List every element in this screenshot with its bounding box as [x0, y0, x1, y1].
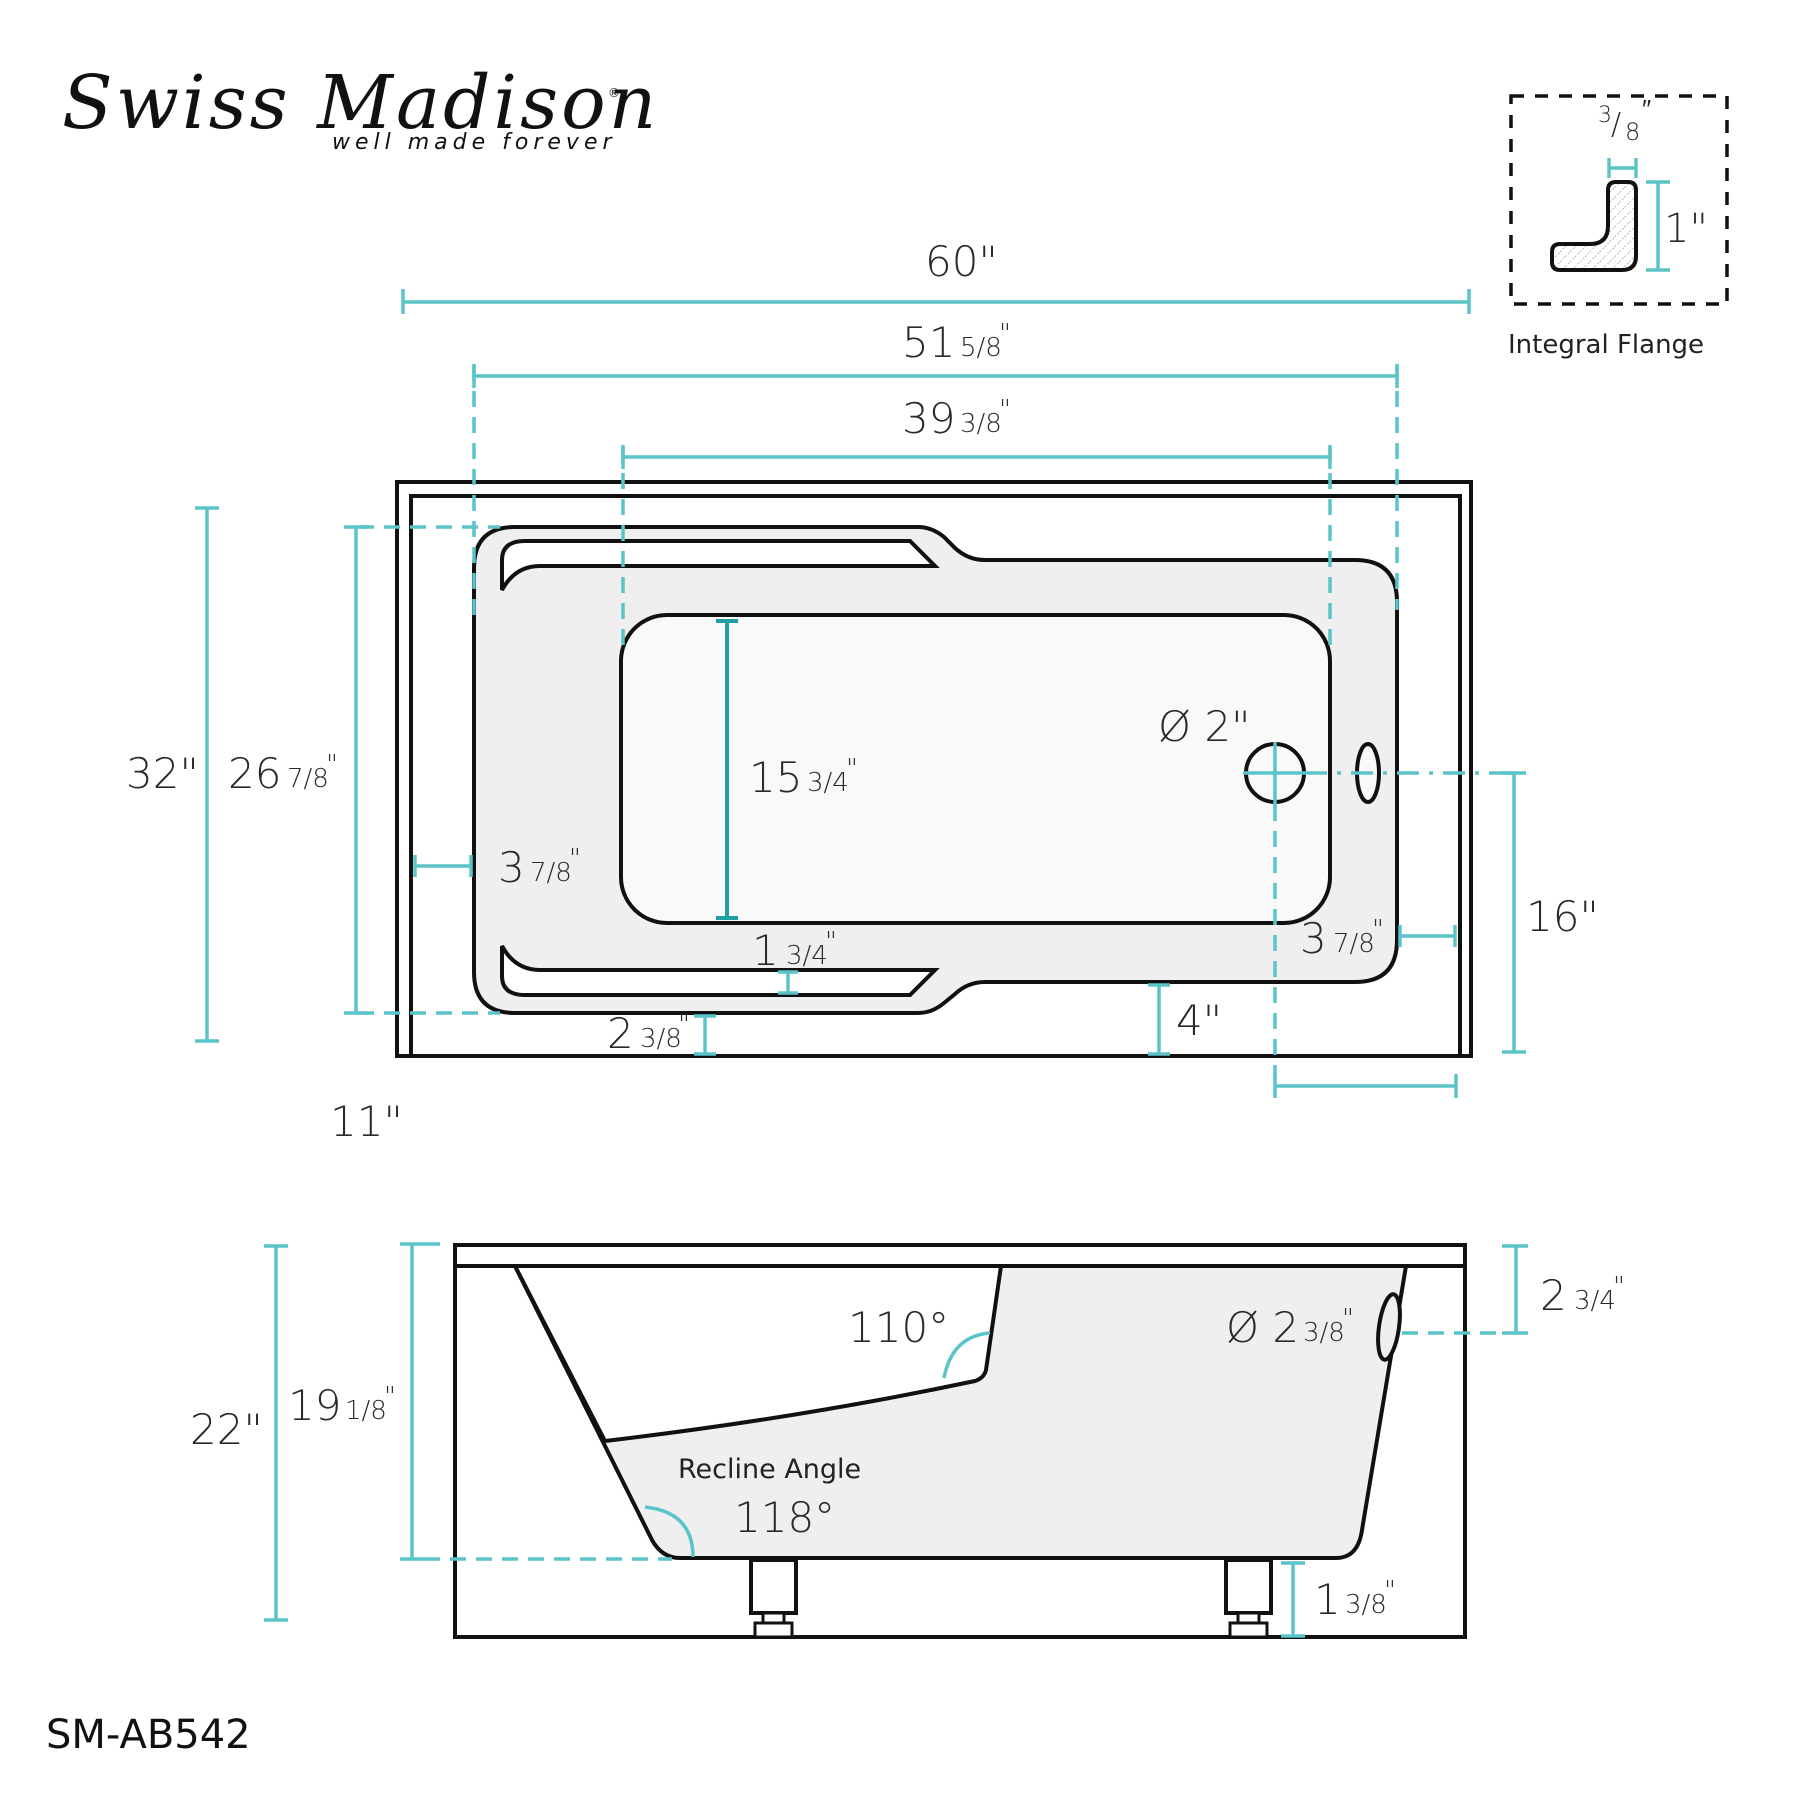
- dim-drain-from-front: 16": [1526, 892, 1599, 941]
- svg-text:1/8: 1/8: [345, 1396, 387, 1426]
- flange-detail-frame: [1509, 94, 1729, 306]
- dim-overall-width: 32": [126, 749, 199, 798]
- brand-tagline: well made forever: [332, 130, 617, 155]
- dim-front-offset-right: 4": [1176, 996, 1222, 1045]
- dim-armrest-gap: 1: [752, 926, 779, 975]
- registered-mark: ®: [608, 86, 620, 100]
- flange-detail-title: Integral Flange: [1508, 330, 1705, 360]
- armrest-slot-bottom: [500, 945, 940, 997]
- svg-text:": ": [1372, 915, 1384, 945]
- svg-text:8: 8: [1625, 118, 1640, 146]
- side-backrest-cut: [511, 1264, 1004, 1444]
- dim-backrest-angle: 110°: [848, 1303, 949, 1352]
- svg-text:3/8: 3/8: [1345, 1590, 1387, 1620]
- recline-angle-arc: [644, 1505, 695, 1558]
- svg-text:5/8: 5/8: [960, 333, 1002, 363]
- svg-text:": ": [1613, 1272, 1625, 1302]
- armrest-slot-top: [500, 539, 940, 591]
- dim-drain-from-end: 11": [330, 1097, 403, 1146]
- brand-name: Swiss Madison: [62, 60, 660, 146]
- side-outer-frame: [453, 1243, 1467, 1639]
- leg-right: [1224, 1558, 1273, 1639]
- side-view: 22" 19 1/8 " 110° Recline Angle 118° Ø 2…: [190, 1242, 1625, 1639]
- svg-text:7/8: 7/8: [1333, 929, 1375, 959]
- svg-text:3/8: 3/8: [1303, 1318, 1345, 1348]
- svg-text:": ": [384, 1382, 396, 1412]
- svg-text:": ": [999, 319, 1011, 349]
- dim-front-offset-left: 2: [607, 1009, 634, 1058]
- dim-shell-length: 51: [902, 318, 955, 367]
- recline-angle-label: Recline Angle: [678, 1454, 861, 1485]
- svg-text:": ": [1342, 1304, 1354, 1334]
- dim-right-offset: 3: [1300, 914, 1327, 963]
- dim-leg-height: 1: [1314, 1575, 1341, 1624]
- plan-inner-frame: [409, 494, 1462, 1056]
- flange-profile: [1550, 180, 1638, 272]
- leg-left: [749, 1558, 798, 1639]
- svg-text:/: /: [1611, 107, 1621, 142]
- dim-basin-depth: 19: [288, 1381, 341, 1430]
- dim-recline-angle: 118°: [734, 1493, 835, 1542]
- svg-text:": ": [1384, 1576, 1396, 1606]
- svg-text:3/4: 3/4: [807, 768, 849, 798]
- backrest-angle-arc: [942, 1331, 991, 1379]
- dim-basin-length: 39: [902, 394, 955, 443]
- plan-view: 60" 51 5/8 " 39 3/8 " 32" 26 7/8 " 15 3/…: [126, 237, 1599, 1146]
- svg-text:": ": [999, 395, 1011, 425]
- dim-overall-height: 22": [190, 1405, 263, 1454]
- svg-text:3/4: 3/4: [1574, 1286, 1616, 1316]
- dim-overflow-from-top: 2: [1540, 1271, 1567, 1320]
- model-number: SM-AB542: [46, 1712, 251, 1758]
- svg-text:7/8: 7/8: [287, 764, 329, 794]
- side-overflow-icon: [1376, 1292, 1402, 1362]
- svg-text:": ": [678, 1010, 690, 1040]
- svg-text:3/8: 3/8: [960, 409, 1002, 439]
- svg-text:3/4: 3/4: [786, 941, 828, 971]
- brand-logo: Swiss Madison ® well made forever: [62, 60, 656, 170]
- dim-overall-length: 60": [925, 237, 998, 286]
- flange-detail: 3 / 8 ″ 1": [1509, 94, 1729, 306]
- svg-text:": ": [569, 844, 581, 874]
- svg-text:": ": [326, 750, 338, 780]
- svg-text:″: ″: [1642, 95, 1651, 125]
- svg-text:": ": [846, 754, 858, 784]
- svg-text:7/8: 7/8: [530, 858, 572, 888]
- flange-thickness-num: 3: [1598, 103, 1612, 128]
- svg-text:3/8: 3/8: [640, 1024, 682, 1054]
- dim-drain-diameter: Ø 2": [1158, 702, 1250, 751]
- dim-basin-width: 15: [749, 753, 802, 802]
- flange-height-label: 1": [1664, 206, 1708, 252]
- dim-overflow-diameter: Ø 2: [1226, 1303, 1299, 1352]
- dim-left-offset: 3: [498, 843, 525, 892]
- svg-text:": ": [825, 927, 837, 957]
- dim-shell-width: 26: [228, 749, 281, 798]
- plan-outer-frame: [395, 480, 1473, 1058]
- tub-basin: [619, 613, 1332, 925]
